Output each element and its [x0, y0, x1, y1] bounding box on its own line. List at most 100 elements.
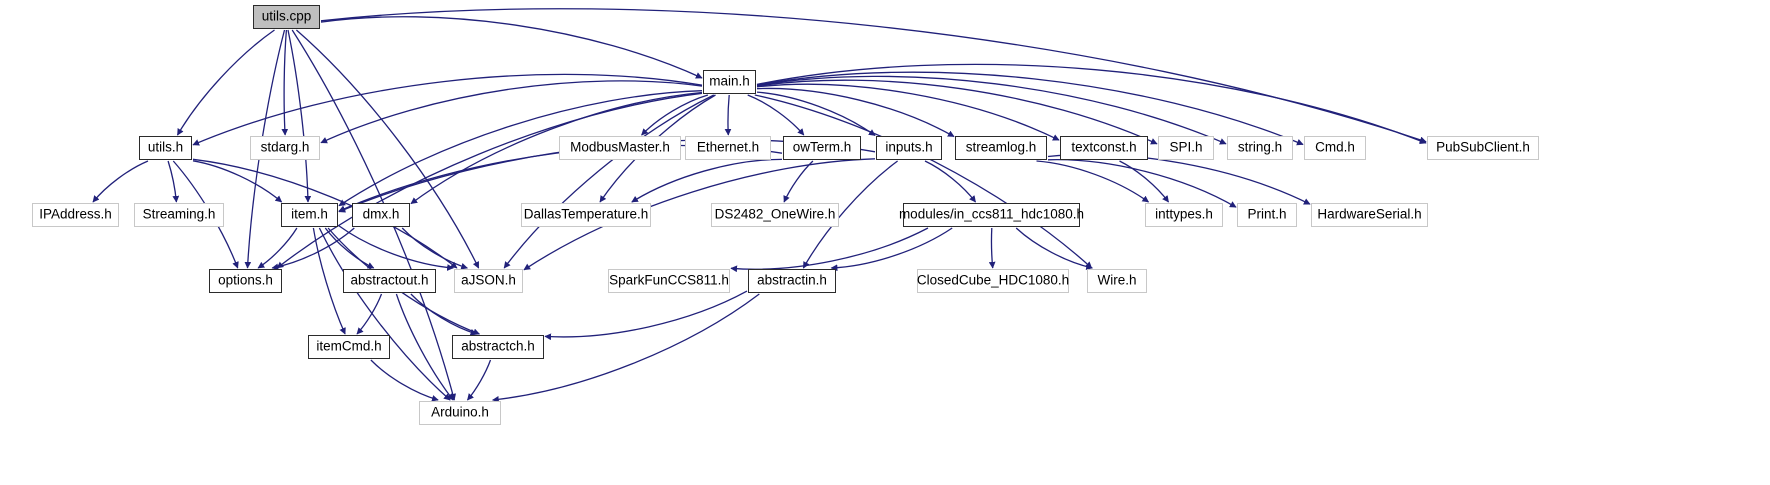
graph-node-label: IPAddress.h [39, 206, 112, 222]
graph-node-abstractin-h[interactable]: abstractin.h [748, 269, 836, 293]
graph-node-abstractch-h[interactable]: abstractch.h [452, 335, 544, 359]
graph-node-spi-h[interactable]: SPI.h [1158, 136, 1214, 160]
graph-edge-utils-h-to-streaming-h [167, 160, 180, 203]
graph-node-label: Cmd.h [1315, 139, 1355, 155]
graph-node-label: modules/in_ccs811_hdc1080.h [898, 206, 1085, 222]
graph-node-options-h[interactable]: options.h [209, 269, 282, 293]
graph-node-pubsubclient-h[interactable]: PubSubClient.h [1427, 136, 1539, 160]
graph-edge-streamlog-h-to-print-h [1047, 159, 1237, 208]
graph-edge-utils-cpp-to-main-h [320, 16, 703, 79]
graph-node-label: utils.h [147, 139, 184, 155]
graph-node-label: string.h [1237, 139, 1283, 155]
graph-edge-abstractout-h-to-abstractch-h [410, 293, 478, 336]
graph-node-dallastemp-h[interactable]: DallasTemperature.h [521, 203, 651, 227]
graph-edge-main-h-to-options-h [276, 92, 703, 269]
graph-node-ajson-h[interactable]: aJSON.h [454, 269, 523, 293]
graph-node-label: aJSON.h [461, 272, 516, 288]
graph-edge-utils-cpp-to-utils-h [176, 29, 275, 136]
graph-edge-main-h-to-ajson-h [503, 94, 715, 269]
graph-node-label: SparkFunCCS811.h [609, 272, 729, 288]
graph-node-owterm-h[interactable]: owTerm.h [783, 136, 861, 160]
graph-node-closedcube-h[interactable]: ClosedCube_HDC1080.h [917, 269, 1069, 293]
graph-edge-dmx-h-to-options-h [271, 227, 355, 271]
graph-node-label: Ethernet.h [696, 139, 760, 155]
graph-edge-main-h-to-utils-h [192, 73, 703, 146]
graph-node-label: options.h [218, 272, 273, 288]
graph-node-label: owTerm.h [792, 139, 852, 155]
graph-node-dmx-h[interactable]: dmx.h [352, 203, 410, 227]
graph-node-label: SPI.h [1169, 139, 1203, 155]
graph-node-label: PubSubClient.h [1436, 139, 1530, 155]
graph-edge-main-h-to-cmd-h [756, 71, 1304, 146]
graph-node-label: HardwareSerial.h [1317, 206, 1422, 222]
graph-edge-main-h-to-modbusmaster-h [641, 94, 709, 136]
graph-node-label: dmx.h [362, 206, 400, 222]
graph-node-itemcmd-h[interactable]: itemCmd.h [308, 335, 390, 359]
graph-edge-abstractout-h-to-arduino-h [395, 293, 454, 401]
graph-edge-in-ccs811-h-to-sparkfun-h [730, 227, 929, 273]
graph-node-string-h[interactable]: string.h [1227, 136, 1293, 160]
graph-node-cmd-h[interactable]: Cmd.h [1304, 136, 1366, 160]
graph-edge-utils-h-to-ipaddress-h [92, 160, 149, 203]
graph-edge-main-h-to-spi-h [756, 79, 1158, 145]
graph-node-inttypes-h[interactable]: inttypes.h [1145, 203, 1223, 227]
graph-edge-textconst-h-to-inttypes-h [1119, 160, 1170, 203]
graph-edge-main-h-to-streamlog-h [756, 87, 955, 138]
graph-node-label: inputs.h [885, 139, 933, 155]
graph-node-ethernet-h[interactable]: Ethernet.h [685, 136, 771, 160]
graph-node-utils-cpp[interactable]: utils.cpp [253, 5, 320, 29]
graph-edge-utils-cpp-to-item-h [287, 29, 312, 203]
graph-edge-dmx-h-to-ajson-h [401, 227, 468, 270]
graph-edge-main-h-to-inputs-h [756, 91, 876, 137]
graph-node-utils-h[interactable]: utils.h [139, 136, 192, 160]
graph-node-main-h[interactable]: main.h [703, 70, 756, 94]
graph-edge-main-h-to-string-h [756, 75, 1227, 145]
graph-node-label: abstractin.h [757, 272, 827, 288]
graph-edge-owterm-h-to-ds2482-h [783, 160, 814, 203]
graph-edge-utils-h-to-item-h [192, 160, 283, 203]
graph-node-textconst-h[interactable]: textconst.h [1060, 136, 1148, 160]
graph-node-item-h[interactable]: item.h [281, 203, 338, 227]
graph-edge-item-h-to-arduino-h [318, 227, 451, 401]
graph-edge-utils-cpp-to-pubsubclient-h [320, 8, 1427, 144]
graph-node-stdarg-h[interactable]: stdarg.h [250, 136, 320, 160]
graph-node-label: Arduino.h [431, 404, 489, 420]
graph-node-label: inttypes.h [1155, 206, 1213, 222]
graph-node-ds2482-h[interactable]: DS2482_OneWire.h [711, 203, 839, 227]
graph-node-label: DallasTemperature.h [523, 206, 649, 222]
graph-node-wire-h[interactable]: Wire.h [1087, 269, 1147, 293]
graph-edge-main-h-to-stdarg-h [320, 80, 703, 144]
graph-edge-main-h-to-owterm-h [747, 94, 805, 136]
graph-edge-itemcmd-h-to-arduino-h [370, 359, 439, 402]
graph-edge-abstractin-h-to-abstractch-h [544, 290, 748, 341]
graph-node-in-ccs811-h[interactable]: modules/in_ccs811_hdc1080.h [899, 203, 1084, 227]
graph-node-label: Streaming.h [142, 206, 216, 222]
graph-node-ipaddress-h[interactable]: IPAddress.h [32, 203, 119, 227]
graph-edge-inputs-h-to-in-ccs811-h [924, 160, 977, 203]
graph-edge-abstractout-h-to-itemcmd-h [356, 293, 383, 335]
graph-node-print-h[interactable]: Print.h [1237, 203, 1297, 227]
graph-edge-utils-cpp-to-stdarg-h [281, 29, 289, 136]
graph-node-label: ModbusMaster.h [570, 139, 670, 155]
graph-node-label: stdarg.h [260, 139, 310, 155]
graph-node-sparkfun-h[interactable]: SparkFunCCS811.h [608, 269, 730, 293]
graph-node-streamlog-h[interactable]: streamlog.h [955, 136, 1047, 160]
graph-edge-item-h-to-options-h [257, 227, 298, 269]
graph-edge-item-h-to-ajson-h [338, 225, 454, 271]
graph-edge-item-h-to-abstractout-h [324, 227, 375, 269]
graph-node-label: streamlog.h [965, 139, 1037, 155]
graph-node-inputs-h[interactable]: inputs.h [876, 136, 942, 160]
graph-edge-streamlog-h-to-hardwareserial-h [1047, 153, 1311, 205]
graph-node-label: utils.cpp [261, 8, 312, 24]
graph-edge-abstractch-h-to-arduino-h [467, 359, 492, 401]
graph-node-label: textconst.h [1071, 139, 1137, 155]
graph-node-modbusmaster-h[interactable]: ModbusMaster.h [559, 136, 681, 160]
graph-node-hardwareserial-h[interactable]: HardwareSerial.h [1311, 203, 1428, 227]
graph-node-arduino-h[interactable]: Arduino.h [419, 401, 501, 425]
graph-node-streaming-h[interactable]: Streaming.h [134, 203, 224, 227]
graph-node-abstractout-h[interactable]: abstractout.h [343, 269, 436, 293]
graph-edge-main-h-to-ethernet-h [724, 94, 732, 136]
graph-node-label: DS2482_OneWire.h [714, 206, 836, 222]
